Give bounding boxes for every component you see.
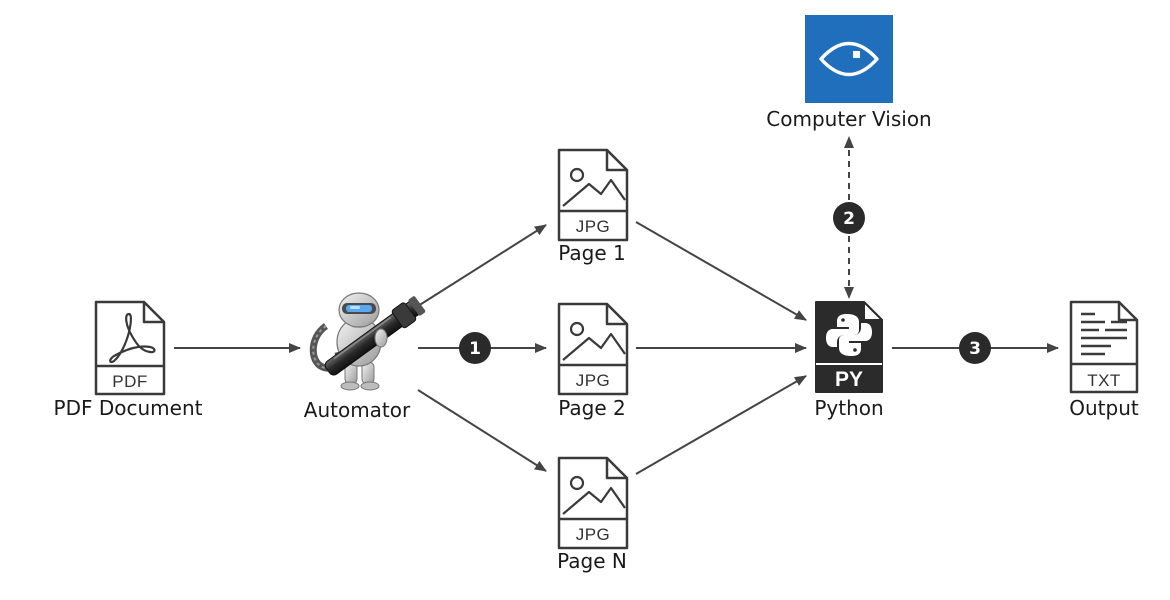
step-badge-1: 1 xyxy=(459,332,491,364)
output-label: Output xyxy=(1069,396,1139,420)
pageN-label: Page N xyxy=(557,549,627,573)
image-icon xyxy=(562,321,626,361)
page1-label: Page 1 xyxy=(558,241,626,265)
python-file-icon: PY xyxy=(815,301,883,393)
text-lines-icon xyxy=(1081,312,1127,356)
pdf-badge-text: PDF xyxy=(112,372,148,391)
image-icon xyxy=(562,167,626,207)
arrow-automator-to-pageN xyxy=(417,389,547,472)
pdf-file-icon: PDF xyxy=(94,300,166,396)
page2-label: Page 2 xyxy=(558,396,626,420)
step-number: 3 xyxy=(969,339,981,359)
python-logo-icon xyxy=(826,314,872,356)
automator-label: Automator xyxy=(303,398,411,422)
jpg-file-icon-page2: JPG xyxy=(557,302,629,396)
computer-vision-icon xyxy=(805,15,893,103)
image-icon xyxy=(562,475,626,515)
jpg-badge-text: JPG xyxy=(576,371,611,390)
step-badge-3: 3 xyxy=(959,332,991,364)
pdf-document-label: PDF Document xyxy=(53,396,203,420)
step-number: 2 xyxy=(843,209,855,229)
arrow-page1-to-python xyxy=(635,221,807,321)
jpg-badge-text: JPG xyxy=(576,525,611,544)
arrow-automator-to-page1 xyxy=(417,224,547,307)
arrows xyxy=(174,136,1059,475)
acrobat-logo-icon xyxy=(109,312,156,364)
eye-icon xyxy=(819,41,879,77)
jpg-file-icon-pageN: JPG xyxy=(557,456,629,550)
arrow-pageN-to-python xyxy=(635,375,807,475)
txt-badge-text: TXT xyxy=(1087,371,1121,390)
step-number: 1 xyxy=(469,339,481,359)
txt-file-icon: TXT xyxy=(1069,300,1139,394)
step-badge-2: 2 xyxy=(833,202,865,234)
jpg-file-icon-page1: JPG xyxy=(557,148,629,242)
computer-vision-label: Computer Vision xyxy=(766,107,932,131)
python-label: Python xyxy=(814,396,884,420)
jpg-badge-text: JPG xyxy=(576,217,611,236)
py-badge-text: PY xyxy=(835,368,863,391)
automator-robot-icon xyxy=(309,292,426,391)
